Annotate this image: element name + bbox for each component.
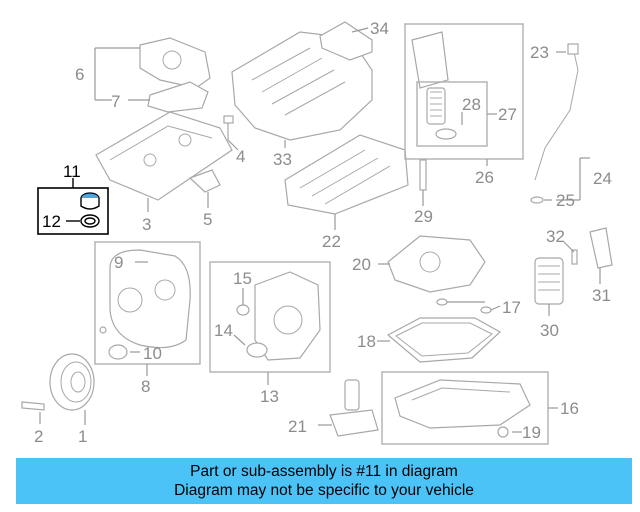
part-label-11[interactable]: 11 [63, 162, 81, 181]
part-label-1[interactable]: 1 [78, 427, 87, 446]
part-29-sensor: 29 [414, 159, 433, 226]
part-label-13[interactable]: 13 [260, 387, 279, 406]
part-20-oil-pump: 20 [352, 235, 486, 293]
part-label-21[interactable]: 21 [288, 417, 307, 436]
part-label-28[interactable]: 28 [462, 95, 481, 114]
part-label-25[interactable]: 25 [556, 191, 575, 210]
part-1-2-group: 1 2 [21, 353, 95, 446]
part-18-gasket: 18 [357, 317, 502, 363]
part-label-2[interactable]: 2 [34, 427, 43, 446]
part-34-gasket: 34 [319, 19, 389, 61]
parts-diagram: 6 7 3 4 5 11 12 33 [21, 19, 613, 446]
part-label-10[interactable]: 10 [143, 344, 162, 363]
part-17-seal: 17 [436, 298, 521, 317]
part-label-5[interactable]: 5 [203, 210, 212, 229]
part-label-24[interactable]: 24 [593, 169, 612, 188]
part-label-18[interactable]: 18 [357, 332, 376, 351]
part-6-7-group: 6 7 [75, 37, 211, 113]
part-label-31[interactable]: 31 [592, 286, 611, 305]
part-33-intake-manifold: 33 [231, 31, 373, 169]
part-label-16[interactable]: 16 [560, 399, 579, 418]
part-label-15[interactable]: 15 [233, 269, 252, 288]
part-16-19-group: 19 16 [381, 371, 579, 445]
part-21-sensor: 21 [288, 379, 379, 437]
part-3-valve-cover: 3 [95, 111, 233, 234]
part-label-23[interactable]: 23 [530, 43, 549, 62]
part-label-34[interactable]: 34 [370, 19, 389, 38]
part-label-7[interactable]: 7 [111, 92, 120, 111]
part-label-22[interactable]: 22 [322, 232, 341, 251]
part-4-bolt: 4 [223, 115, 245, 166]
part-label-32[interactable]: 32 [546, 227, 565, 246]
part-5-bracket: 5 [188, 169, 221, 229]
part-label-4[interactable]: 4 [236, 147, 245, 166]
banner-line-2: Diagram may not be specific to your vehi… [174, 482, 474, 499]
part-label-30[interactable]: 30 [540, 321, 559, 340]
part-23-25-group: 23 24 25 [530, 43, 612, 210]
part-26-28-group: 28 27 26 [404, 23, 524, 187]
part-11-cap-body [80, 198, 100, 210]
part-13-15-group: 15 14 13 [209, 261, 331, 406]
part-label-29[interactable]: 29 [414, 207, 433, 226]
part-label-6[interactable]: 6 [75, 65, 84, 84]
part-30-32-group: 30 31 32 [534, 227, 613, 340]
banner-line-1: Part or sub-assembly is #11 in diagram [190, 463, 458, 480]
part-label-8[interactable]: 8 [141, 377, 150, 396]
part-label-12[interactable]: 12 [42, 212, 61, 231]
part-22-cylinder-head: 22 [284, 134, 409, 251]
part-11-12-group: 11 12 [37, 162, 109, 235]
part-8-10-group: 9 10 8 [94, 241, 201, 396]
part-label-14[interactable]: 14 [214, 321, 233, 340]
part-label-26[interactable]: 26 [475, 168, 494, 187]
info-banner: Part or sub-assembly is #11 in diagram D… [16, 458, 632, 504]
part-label-20[interactable]: 20 [352, 255, 371, 274]
part-label-9[interactable]: 9 [114, 253, 123, 272]
part-label-17[interactable]: 17 [502, 298, 521, 317]
part-label-27[interactable]: 27 [498, 105, 517, 124]
part-label-3[interactable]: 3 [142, 215, 151, 234]
part-label-33[interactable]: 33 [273, 150, 292, 169]
part-label-19[interactable]: 19 [522, 423, 541, 442]
